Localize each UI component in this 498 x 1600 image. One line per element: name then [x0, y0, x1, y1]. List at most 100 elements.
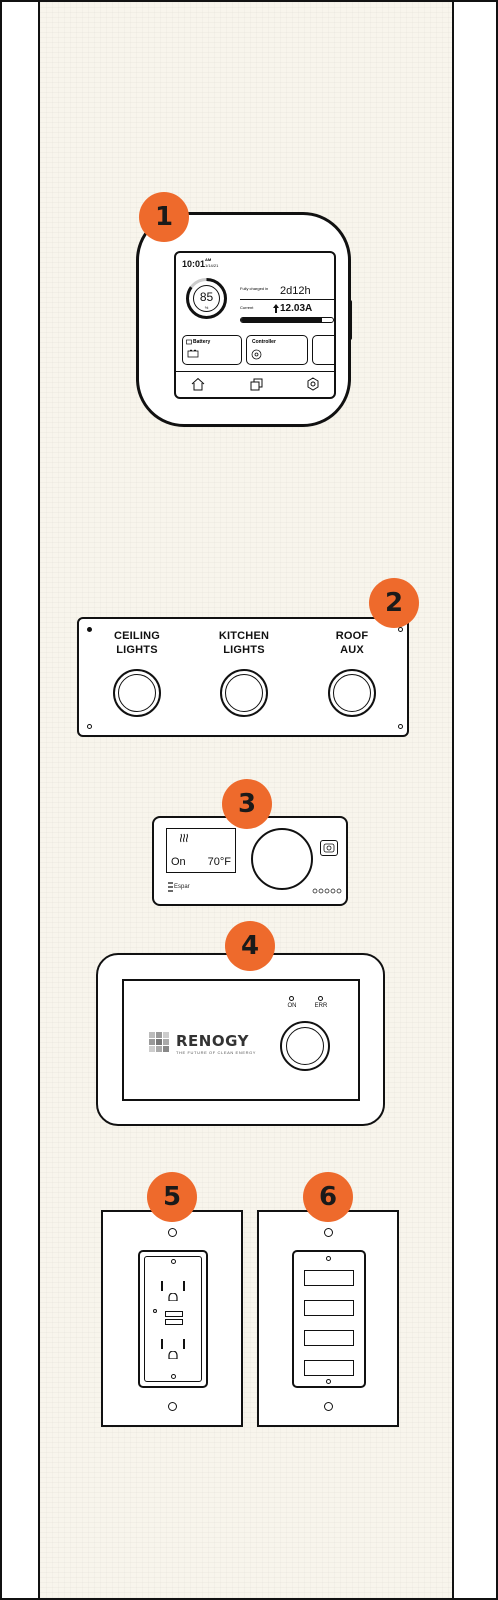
outlet-screw — [171, 1259, 176, 1264]
brand-logo-icon — [168, 882, 173, 892]
current-value: 12.03A — [280, 303, 313, 314]
current-label: Current — [240, 305, 254, 310]
renogy-logo-icon — [149, 1032, 169, 1052]
ground-hole — [168, 1293, 178, 1301]
controller-card-title: Controller — [252, 339, 276, 345]
rocker-switch-frame — [292, 1250, 366, 1388]
battery-card[interactable]: Battery — [182, 335, 242, 365]
reset-button[interactable] — [165, 1319, 183, 1325]
roof-aux-button[interactable] — [328, 669, 376, 717]
battery-card-title: Battery — [193, 339, 211, 345]
divider — [240, 299, 334, 300]
badge-2: 2 — [369, 578, 419, 628]
monitor-ampm: AM — [205, 257, 212, 262]
on-led — [289, 996, 294, 1001]
outlet-face — [144, 1256, 202, 1382]
left-wall-edge — [0, 0, 40, 1600]
thermostat-status: On — [171, 856, 186, 868]
fully-charged-value: 2d12h — [280, 285, 311, 297]
panel-screw — [87, 627, 92, 632]
rocker-switch-1[interactable] — [304, 1270, 354, 1286]
fully-charged-label: Fully charged in — [240, 286, 269, 291]
on-led-label: ON — [287, 1003, 297, 1009]
controller-card[interactable]: Controller — [246, 335, 308, 365]
gfci-outlet — [138, 1250, 208, 1388]
renogy-button[interactable] — [280, 1021, 330, 1071]
switch-label-line2: AUX — [340, 644, 364, 656]
battery-small-icon — [186, 339, 192, 345]
panel-screw — [398, 627, 403, 632]
indicator-light — [153, 1309, 157, 1313]
outlet-slot — [183, 1339, 185, 1349]
panel-screw — [398, 724, 403, 729]
renogy-panel: RENOGY THE FUTURE OF CLEAN ENERGY ON ERR — [122, 979, 360, 1101]
plate-screw — [324, 1228, 333, 1237]
battery-monitor: 10:01 AM 1/14/21 85 % Fully charged in 2… — [136, 212, 351, 427]
plate-screw — [324, 1402, 333, 1411]
renogy-tagline: THE FUTURE OF CLEAN ENERGY — [176, 1050, 257, 1055]
rocker-switch-3[interactable] — [304, 1330, 354, 1346]
percent-symbol: % — [204, 305, 209, 310]
heat-icon — [180, 833, 188, 843]
settings-icon[interactable] — [306, 377, 320, 391]
thermostat-brand: Espar — [174, 884, 190, 890]
ceiling-lights-button[interactable] — [113, 669, 161, 717]
pages-icon[interactable] — [250, 377, 264, 391]
badge-3: 3 — [222, 779, 272, 829]
badge-4: 4 — [225, 921, 275, 971]
kitchen-lights-button[interactable] — [220, 669, 268, 717]
heater-thermostat: On 70°F Espar — [152, 816, 348, 906]
next-card[interactable] — [312, 335, 334, 365]
roof-aux-label: ROOF AUX — [307, 629, 397, 657]
current-bar-fill — [241, 318, 322, 322]
kitchen-lights-label: KITCHEN LIGHTS — [199, 629, 289, 657]
ground-hole — [168, 1351, 178, 1359]
switch-screw — [326, 1256, 331, 1261]
outlet-slot — [161, 1281, 163, 1291]
switch-label-line1: KITCHEN — [218, 630, 270, 642]
rocker-switch-4[interactable] — [304, 1360, 354, 1376]
right-wall-edge — [452, 0, 498, 1600]
outlet-wall-plate — [101, 1210, 243, 1427]
thermostat-display: On 70°F — [166, 828, 236, 873]
home-icon[interactable] — [191, 377, 205, 391]
current-bar — [240, 317, 334, 323]
monitor-time: 10:01 — [182, 259, 206, 269]
badge-6: 6 — [303, 1172, 353, 1222]
err-led-label: ERR — [314, 1003, 328, 1009]
panel-screw — [87, 724, 92, 729]
plate-screw — [168, 1402, 177, 1411]
renogy-monitor-frame: RENOGY THE FUTURE OF CLEAN ENERGY ON ERR — [96, 953, 385, 1126]
battery-gauge — [186, 278, 227, 319]
switch-label-line1: CEILING — [113, 630, 160, 642]
badge-1: 1 — [139, 192, 189, 242]
indicator-dots — [312, 888, 342, 894]
ceiling-lights-label: CEILING LIGHTS — [92, 629, 182, 657]
renogy-brand: RENOGY — [176, 1032, 249, 1050]
switch-label-line1: ROOF — [335, 630, 369, 642]
switch-wall-plate — [257, 1210, 399, 1427]
switch-screw — [326, 1379, 331, 1384]
badge-5: 5 — [147, 1172, 197, 1222]
thermostat-knob[interactable] — [251, 828, 313, 890]
switch-panel: CEILING LIGHTS KITCHEN LIGHTS ROOF AUX — [77, 617, 409, 737]
thermostat-sensor-icon — [320, 840, 338, 856]
thermostat-temperature: 70°F — [207, 856, 231, 868]
sensor-icon — [323, 843, 335, 853]
monitor-date: 1/14/21 — [205, 263, 219, 268]
test-button[interactable] — [165, 1311, 183, 1317]
switch-label-line2: LIGHTS — [223, 644, 265, 656]
nav-divider — [176, 371, 334, 372]
plate-screw — [168, 1228, 177, 1237]
outlet-slot — [161, 1339, 163, 1349]
controller-icon — [251, 349, 262, 360]
battery-icon — [187, 349, 199, 358]
err-led — [318, 996, 323, 1001]
outlet-screw — [171, 1374, 176, 1379]
rocker-switch-2[interactable] — [304, 1300, 354, 1316]
switch-label-line2: LIGHTS — [116, 644, 158, 656]
monitor-screen[interactable]: 10:01 AM 1/14/21 85 % Fully charged in 2… — [174, 251, 336, 399]
arrow-up-icon — [273, 304, 279, 313]
outlet-slot — [183, 1281, 185, 1291]
